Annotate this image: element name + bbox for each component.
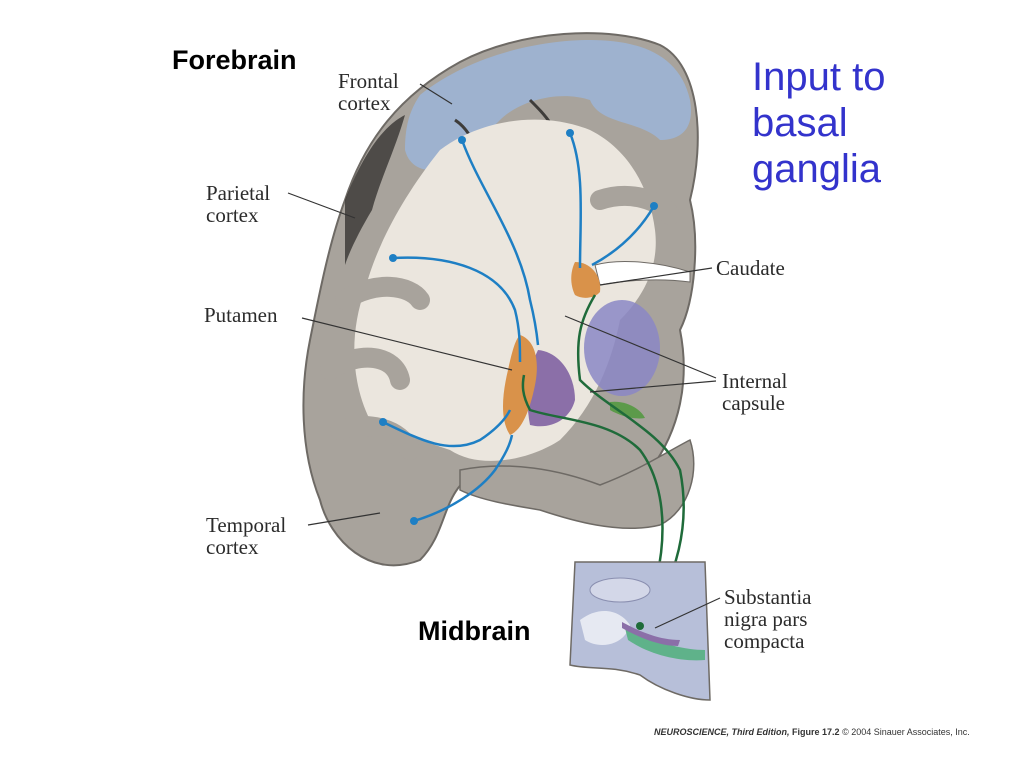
frontal-cortex-label: Frontal cortex	[338, 69, 399, 115]
subthalamic-structure	[610, 401, 645, 419]
temporal-lobe	[459, 438, 695, 530]
projection-medial-putamen	[460, 139, 540, 346]
temporal-cortex-label: Temporal cortex	[206, 513, 287, 559]
midbrain-aqueduct	[589, 577, 651, 603]
nigra-origin-dot	[636, 622, 644, 630]
projection-lateral-caudate	[591, 205, 656, 267]
projection-temporal-putamen-a	[382, 409, 512, 448]
midbrain-label: Midbrain	[418, 616, 531, 646]
forebrain-label: Forebrain	[172, 45, 297, 75]
leader-lines	[287, 83, 721, 629]
cortex-shadow	[345, 115, 405, 265]
projection-nigra-caudate	[576, 294, 685, 627]
parietal-cortex-label: Parietal cortex	[206, 181, 271, 227]
projection-frontal-caudate	[568, 132, 583, 269]
credit-figure: Figure 17.2	[792, 727, 840, 737]
putamen-label: Putamen	[204, 303, 278, 327]
globus-pallidus	[527, 350, 575, 427]
midbrain-inner-light	[580, 610, 630, 645]
caudate-label: Caudate	[716, 256, 785, 280]
projection-temporal-putamen-b	[413, 434, 514, 523]
projection-origin-dots	[379, 129, 658, 525]
gyrus-folds	[320, 186, 680, 460]
thalamus	[584, 300, 660, 396]
projection-parietal-putamen	[392, 256, 522, 363]
projection-nigra-putamen	[521, 374, 664, 627]
substantia-nigra-label: Substantia nigra pars compacta	[724, 585, 812, 653]
putamen-region	[503, 335, 537, 435]
credit-book: NEUROSCIENCE, Third Edition,	[654, 727, 790, 737]
figure-credit: NEUROSCIENCE, Third Edition, Figure 17.2…	[654, 727, 970, 737]
substantia-nigra-purple	[622, 622, 680, 646]
slide-title: Input to basal ganglia	[752, 55, 886, 191]
caudate-region	[571, 262, 601, 298]
internal-capsule-label: Internal capsule	[722, 369, 788, 415]
credit-copyright: © 2004 Sinauer Associates, Inc.	[842, 727, 970, 737]
